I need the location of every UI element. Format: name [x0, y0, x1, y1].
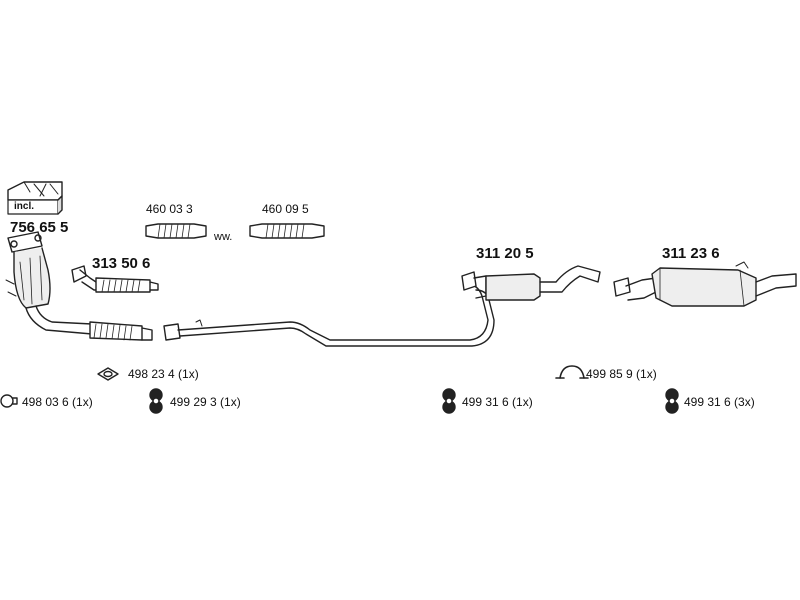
front-pipe	[71, 265, 159, 293]
rear-silencer	[613, 261, 797, 307]
rubber-mount-icon-2	[442, 388, 456, 414]
rubber-mount-2-part-number: 499 31 6 (1x)	[462, 395, 533, 409]
middle-silencer-part-number: 311 20 5	[476, 245, 534, 262]
middle-pipe	[163, 283, 495, 347]
rubber-mount-icon-1	[149, 388, 163, 414]
rubber-mount-1-part-number: 499 29 3 (1x)	[170, 395, 241, 409]
gasket-icon	[97, 367, 119, 381]
front-pipe-part-number: 313 50 6	[92, 255, 151, 272]
ww-label: ww.	[214, 231, 233, 243]
catalytic-converter	[5, 231, 153, 341]
rubber-mount-icon-3	[665, 388, 679, 414]
clamp-part-number: 499 85 9 (1x)	[586, 367, 657, 381]
middle-silencer	[461, 265, 601, 301]
ring-icon	[0, 394, 18, 408]
rubber-mount-3-part-number: 499 31 6 (3x)	[684, 395, 755, 409]
clamp-icon	[555, 365, 589, 379]
ring-part-number: 498 03 6 (1x)	[22, 395, 93, 409]
rear-silencer-part-number: 311 23 6	[662, 245, 720, 262]
repair-pipe-a	[145, 223, 207, 239]
repair-pipe-a-part-number: 460 03 3	[146, 202, 193, 216]
repair-pipe-b-part-number: 460 09 5	[262, 202, 309, 216]
kit-box-icon	[7, 181, 63, 215]
gasket-part-number: 498 23 4 (1x)	[128, 367, 199, 381]
incl-label: incl.	[14, 201, 35, 212]
repair-pipe-b	[249, 223, 325, 239]
catalyst-kit-part-number: 756 65 5	[10, 219, 69, 236]
